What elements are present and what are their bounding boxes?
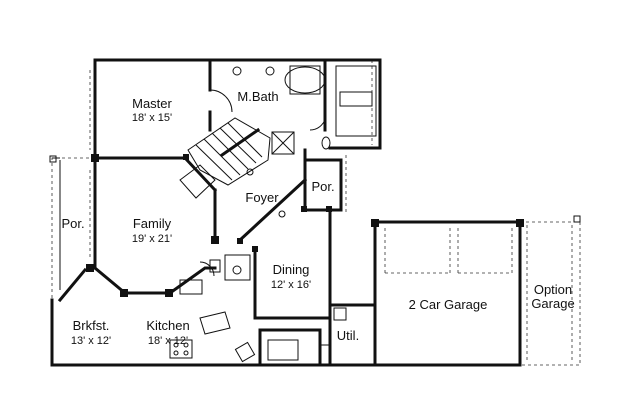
dims-brkfst: 13' x 12' <box>71 335 111 347</box>
mbath-walls <box>208 58 382 150</box>
label-garage: 2 Car Garage <box>409 297 488 312</box>
side-porch-walls <box>303 155 347 215</box>
dims-family: 19' x 21' <box>132 233 172 245</box>
stairs <box>179 117 295 199</box>
label-master: Master <box>132 96 172 111</box>
label-porch-side: Por. <box>311 179 334 194</box>
label-brkfst: Brkfst. <box>73 318 110 333</box>
label-util: Util. <box>337 328 359 343</box>
dims-master: 18' x 15' <box>132 112 172 124</box>
label-kitchen: Kitchen <box>146 318 189 333</box>
master-walls <box>89 58 212 160</box>
porch-dashed-outlines <box>49 60 581 366</box>
label-dining: Dining <box>273 262 310 277</box>
label-foyer: Foyer <box>245 190 279 205</box>
garage-walls <box>373 220 522 367</box>
posts <box>86 154 524 297</box>
dims-kitchen: 18' x 12' <box>148 335 188 347</box>
label-family: Family <box>133 216 172 231</box>
label-mbath: M.Bath <box>237 89 278 104</box>
label-option-garage-1: Option <box>534 282 572 297</box>
label-option-garage-2: Garage <box>531 296 574 311</box>
dims-dining: 12' x 16' <box>271 279 311 291</box>
label-porch-front: Por. <box>61 216 84 231</box>
